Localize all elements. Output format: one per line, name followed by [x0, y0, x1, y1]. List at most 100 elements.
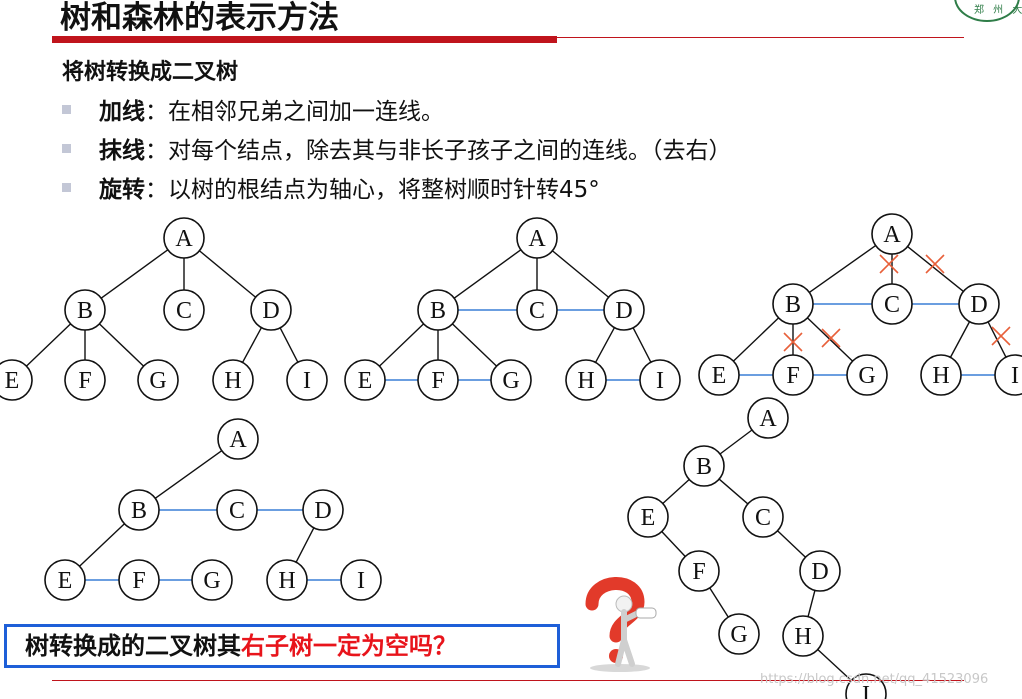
tree-node-A: A	[163, 217, 205, 259]
svg-text:A: A	[229, 427, 247, 453]
cross-mark-icon	[991, 326, 1011, 346]
tree-node-E: E	[344, 359, 386, 401]
tree-edge-F-G	[709, 587, 729, 618]
tree-edge-H-I	[817, 649, 852, 681]
svg-text:F: F	[78, 368, 91, 394]
tree-edge-A-B	[154, 450, 223, 499]
cross-mark-icon	[925, 254, 945, 274]
tree-edge-A-B	[100, 249, 169, 299]
title-underline-bar	[52, 36, 557, 43]
svg-text:B: B	[77, 298, 93, 324]
tree-node-H: H	[920, 354, 962, 396]
watermark: https://blog.csdn.net/qq_41523096	[760, 672, 989, 687]
tree-node-E: E	[627, 496, 669, 538]
tree-node-C: C	[216, 489, 258, 531]
bullet-term: 加线	[99, 99, 145, 125]
svg-text:A: A	[759, 406, 777, 432]
svg-text:E: E	[5, 368, 20, 394]
svg-text:H: H	[794, 624, 811, 650]
svg-text:H: H	[224, 368, 241, 394]
svg-text:H: H	[278, 568, 295, 594]
tree-node-G: G	[846, 354, 888, 396]
tree-edge-E-F	[661, 531, 686, 557]
svg-text:E: E	[712, 363, 727, 389]
svg-text:E: E	[58, 568, 73, 594]
tree-node-I: I	[286, 359, 328, 401]
svg-text:D: D	[314, 498, 331, 524]
svg-text:I: I	[303, 368, 311, 394]
tree-node-B: B	[772, 283, 814, 325]
svg-text:E: E	[641, 505, 656, 531]
logo-text: 郑 州 大	[974, 5, 1022, 16]
question-highlight: 右子树一定为空吗？	[241, 632, 457, 660]
tree-node-G: G	[718, 613, 760, 655]
tree-node-H: H	[266, 559, 308, 601]
bullet-text: ：以树的根结点为轴心，将整树顺时针转45°	[145, 177, 600, 203]
tree-node-H: H	[212, 359, 254, 401]
tree-node-G: G	[191, 559, 233, 601]
tree-node-C: C	[871, 283, 913, 325]
svg-text:D: D	[970, 292, 987, 318]
tree-node-B: B	[417, 289, 459, 331]
tree-node-D: D	[603, 289, 645, 331]
tree-edge-B-E	[732, 317, 780, 362]
tree-node-C: C	[163, 289, 205, 331]
svg-text:C: C	[229, 498, 245, 524]
svg-text:C: C	[884, 292, 900, 318]
svg-text:D: D	[615, 298, 632, 324]
svg-text:C: C	[529, 298, 545, 324]
tree-node-C: C	[516, 289, 558, 331]
bullet-term: 旋转	[99, 177, 145, 203]
slide-title: 树和森林的表示方法	[60, 0, 339, 36]
tree-node-D: D	[799, 550, 841, 592]
svg-text:A: A	[175, 226, 193, 252]
bullet-item-remove-lines: 抹线：对每个结点，除去其与非长子孩子之间的连线。（去右）	[62, 131, 732, 165]
footer-line	[52, 680, 964, 681]
svg-text:B: B	[131, 498, 147, 524]
svg-text:I: I	[862, 682, 870, 699]
svg-text:G: G	[203, 568, 220, 594]
tree-edge-A-D	[907, 245, 964, 293]
tree-edge-D-H	[807, 590, 816, 617]
tree-edge-B-C	[718, 478, 749, 505]
svg-text:C: C	[755, 505, 771, 531]
question-mark-icon	[585, 577, 657, 672]
tree-edge-B-E	[662, 478, 690, 505]
tree-node-F: F	[772, 354, 814, 396]
tree-node-C: C	[742, 496, 784, 538]
svg-text:I: I	[656, 368, 664, 394]
svg-text:H: H	[577, 368, 594, 394]
svg-text:F: F	[132, 568, 145, 594]
tree-edge-B-E	[79, 523, 125, 567]
tree-edge-A-B	[719, 429, 753, 455]
tree-node-I: I	[639, 359, 681, 401]
cross-mark-icon	[783, 332, 803, 352]
tree-edge-A-D	[198, 250, 257, 298]
svg-text:G: G	[730, 622, 747, 648]
bullet-text: ：对每个结点，除去其与非长子孩子之间的连线。（去右）	[145, 138, 732, 164]
tree-node-I: I	[994, 354, 1022, 396]
tree-edge-D-H	[241, 327, 263, 363]
bullet-text: ：在相邻兄弟之间加一连线。	[145, 99, 444, 125]
tree-node-A: A	[871, 213, 913, 255]
question-box: 树转换成的二叉树其右子树一定为空吗？	[4, 624, 560, 668]
bullet-item-rotate: 旋转：以树的根结点为轴心，将整树顺时针转45°	[62, 170, 600, 204]
bullet-item-add-lines: 加线：在相邻兄弟之间加一连线。	[62, 92, 444, 126]
question-text: 树转换成的二叉树其	[25, 632, 241, 660]
tree-edge-B-G	[451, 323, 498, 367]
bullet-square-icon	[62, 144, 71, 153]
tree-node-A: A	[217, 418, 259, 460]
svg-text:E: E	[358, 368, 373, 394]
tree-edge-D-I	[632, 327, 652, 363]
tree-node-E: E	[44, 559, 86, 601]
svg-text:D: D	[811, 559, 828, 585]
svg-text:C: C	[176, 298, 192, 324]
tree-edge-C-D	[777, 530, 806, 558]
tree-edge-D-I	[279, 327, 299, 363]
tree-node-E: E	[0, 359, 33, 401]
tree-node-G: G	[137, 359, 179, 401]
tree-edge-B-E	[25, 323, 72, 367]
